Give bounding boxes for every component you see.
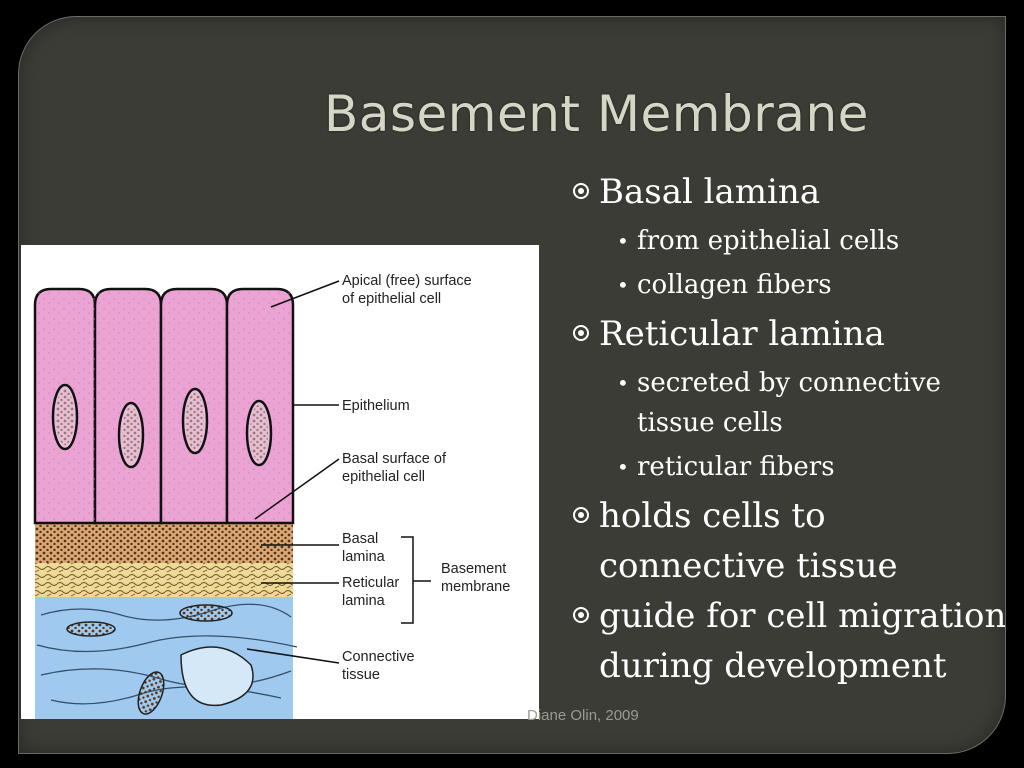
label-reticular-lamina: Reticular <box>342 575 399 591</box>
svg-text:lamina: lamina <box>342 593 386 609</box>
circle-bullet-icon <box>573 325 589 341</box>
label-basement-membrane: Basement <box>441 561 506 577</box>
circle-bullet-icon <box>573 183 589 199</box>
svg-text:tissue: tissue <box>342 667 380 683</box>
dot-bullet-icon: • <box>617 229 629 253</box>
svg-text:lamina: lamina <box>342 549 386 565</box>
sub-bullet: •secreted by connective tissue cells <box>567 363 1005 443</box>
capillary <box>180 646 254 707</box>
label-apical-surface: Apical (free) surface <box>342 273 472 289</box>
connective-tissue-layer <box>35 597 293 719</box>
slide-title: Basement Membrane <box>324 85 869 143</box>
sub-bullet: •reticular fibers <box>567 447 1005 487</box>
bullet-migration-guide: guide for cell migration during developm… <box>567 591 1005 691</box>
label-basal-surface: Basal surface of <box>342 451 447 467</box>
epithelium-diagram: Apical (free) surface of epithelial cell… <box>21 245 539 719</box>
svg-text:of epithelial cell: of epithelial cell <box>342 291 441 307</box>
slide: Basement Membrane Basal lamina • from ep… <box>18 16 1006 754</box>
svg-text:membrane: membrane <box>441 579 510 595</box>
sub-bullet: • from epithelial cells <box>567 221 1005 261</box>
circle-bullet-icon <box>573 607 589 623</box>
dot-bullet-icon: • <box>617 273 629 297</box>
credit-text: Diane Olin, 2009 <box>527 707 639 724</box>
dot-bullet-icon: • <box>617 455 629 479</box>
circle-bullet-icon <box>573 507 589 523</box>
svg-text:epithelial cell: epithelial cell <box>342 469 425 485</box>
dot-bullet-icon: • <box>617 371 629 395</box>
fibroblast-nucleus <box>66 621 116 637</box>
label-epithelium: Epithelium <box>342 398 410 414</box>
bullet-reticular-lamina: Reticular lamina <box>567 309 1005 359</box>
label-basal-lamina: Basal <box>342 531 378 547</box>
sub-bullet: •collagen fibers <box>567 265 1005 305</box>
bullet-holds-cells: holds cells to connective tissue <box>567 491 1005 591</box>
label-connective-tissue: Connective <box>342 649 415 665</box>
bullet-basal-lamina: Basal lamina <box>567 167 1005 217</box>
bullet-list: Basal lamina • from epithelial cells •co… <box>567 167 1005 691</box>
